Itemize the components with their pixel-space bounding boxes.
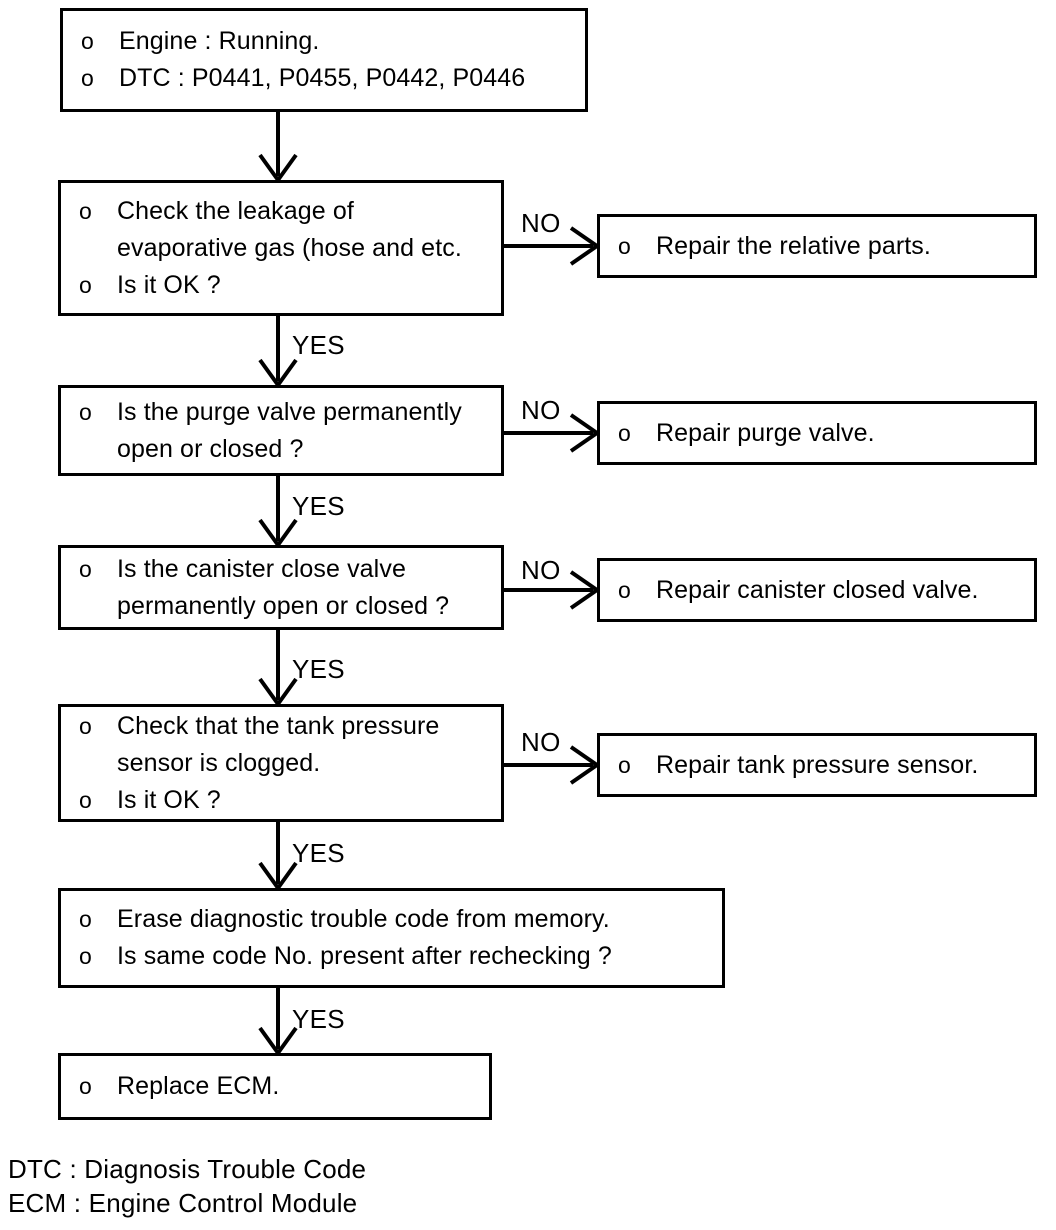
node-line-text: Check that the tank pressure xyxy=(117,711,440,740)
node-line-text: permanently open or closed ? xyxy=(117,591,450,620)
bullet-marker: o xyxy=(618,576,631,603)
node-line: o DTC : P0441, P0455, P0442, P0446 xyxy=(81,60,585,97)
edge-label-no-1: NO xyxy=(521,208,561,238)
bullet-marker: o xyxy=(79,943,92,969)
arrowhead-step2-to-step3 xyxy=(258,518,298,549)
bullet-marker: o xyxy=(618,751,631,778)
bullet-marker: o xyxy=(79,197,92,224)
arrowhead-step4-no xyxy=(569,745,601,785)
node-line: o Replace ECM. xyxy=(79,1068,489,1105)
node-line-text: Repair tank pressure sensor. xyxy=(656,750,979,779)
bullet-marker: o xyxy=(79,786,92,813)
node-line: o Is it OK ? xyxy=(79,782,501,819)
arrowhead-step1-no xyxy=(569,226,601,266)
bullet-marker: o xyxy=(618,232,631,259)
arrowhead-step3-to-step4 xyxy=(258,677,298,708)
node-replace-ecm: o Replace ECM. xyxy=(58,1053,492,1120)
node-line: o Erase diagnostic trouble code from mem… xyxy=(79,901,722,938)
node-check-leakage: o Check the leakage of evaporative gas (… xyxy=(58,180,504,316)
node-line-text: Repair the relative parts. xyxy=(656,231,931,260)
bullet-marker: o xyxy=(79,398,92,425)
node-line: o Is the purge valve permanently xyxy=(79,394,501,431)
legend-line-dtc: DTC : Diagnosis Trouble Code xyxy=(8,1154,367,1184)
node-line: open or closed ? xyxy=(79,431,501,468)
edge-label-yes-3: YES xyxy=(292,654,345,684)
edge-label-no-4: NO xyxy=(521,727,561,757)
node-erase-and-recheck: o Erase diagnostic trouble code from mem… xyxy=(58,888,725,988)
node-line-text: Engine : Running. xyxy=(119,27,320,55)
arrowhead-step4-to-step5 xyxy=(258,861,298,892)
node-line: o Repair tank pressure sensor. xyxy=(618,747,1034,784)
node-check-tank-pressure-sensor: o Check that the tank pressure sensor is… xyxy=(58,704,504,822)
node-start-conditions: o Engine : Running. o DTC : P0441, P0455… xyxy=(60,8,588,112)
bullet-marker: o xyxy=(81,28,94,54)
arrowhead-step5-to-end xyxy=(258,1026,298,1057)
edge-label-no-3: NO xyxy=(521,555,561,585)
edge-label-yes-1: YES xyxy=(292,330,345,360)
node-line-text: Is it OK ? xyxy=(117,785,221,814)
bullet-marker: o xyxy=(81,65,94,91)
node-line-text: sensor is clogged. xyxy=(117,748,321,777)
node-line: o Check the leakage of xyxy=(79,193,501,230)
edge-label-yes-4: YES xyxy=(292,838,345,868)
node-line-text: Is it OK ? xyxy=(117,270,221,299)
node-line: o Repair the relative parts. xyxy=(618,228,1034,265)
node-repair-relative-parts: o Repair the relative parts. xyxy=(597,214,1037,278)
legend-line-ecm: ECM : Engine Control Module xyxy=(8,1188,358,1218)
node-repair-tank-pressure-sensor: o Repair tank pressure sensor. xyxy=(597,733,1037,797)
node-line-text: evaporative gas (hose and etc. xyxy=(117,233,462,262)
node-line-text: open or closed ? xyxy=(117,434,304,463)
node-line: permanently open or closed ? xyxy=(79,588,501,625)
bullet-marker: o xyxy=(79,712,92,739)
node-line-text: Repair canister closed valve. xyxy=(656,575,979,604)
node-line: o Engine : Running. xyxy=(81,23,585,60)
edge-label-no-2: NO xyxy=(521,395,561,425)
node-line: o Is it OK ? xyxy=(79,267,501,304)
node-repair-canister-closed-valve: o Repair canister closed valve. xyxy=(597,558,1037,622)
edge-label-yes-2: YES xyxy=(292,491,345,521)
node-check-purge-valve: o Is the purge valve permanently open or… xyxy=(58,385,504,476)
node-line-text: Repair purge valve. xyxy=(656,418,875,447)
arrowhead-step1-to-step2 xyxy=(258,358,298,389)
node-line: o Is the canister close valve xyxy=(79,551,501,588)
node-line: o Repair canister closed valve. xyxy=(618,572,1034,609)
node-check-canister-close-valve: o Is the canister close valve permanentl… xyxy=(58,545,504,630)
node-line-text: Is the canister close valve xyxy=(117,554,406,583)
bullet-marker: o xyxy=(79,906,92,932)
bullet-marker: o xyxy=(79,271,92,298)
node-repair-purge-valve: o Repair purge valve. xyxy=(597,401,1037,465)
node-line: evaporative gas (hose and etc. xyxy=(79,230,501,267)
node-line: o Repair purge valve. xyxy=(618,415,1034,452)
arrowhead-step2-no xyxy=(569,413,601,453)
node-line-text: Is the purge valve permanently xyxy=(117,397,462,426)
node-line-text: Check the leakage of xyxy=(117,196,354,225)
arrowhead-start-to-step1 xyxy=(258,153,298,184)
bullet-marker: o xyxy=(618,419,631,446)
node-line-text: DTC : P0441, P0455, P0442, P0446 xyxy=(119,64,526,92)
bullet-marker: o xyxy=(79,555,92,582)
node-line-text: Erase diagnostic trouble code from memor… xyxy=(117,905,610,933)
legend: DTC : Diagnosis Trouble Code ECM : Engin… xyxy=(8,1152,366,1220)
node-line-text: Replace ECM. xyxy=(117,1072,280,1100)
node-line: sensor is clogged. xyxy=(79,745,501,782)
node-line: o Check that the tank pressure xyxy=(79,708,501,745)
bullet-marker: o xyxy=(79,1073,92,1099)
edge-label-yes-5: YES xyxy=(292,1004,345,1034)
arrowhead-step3-no xyxy=(569,570,601,610)
node-line-text: Is same code No. present after recheckin… xyxy=(117,942,612,970)
node-line: o Is same code No. present after recheck… xyxy=(79,938,722,975)
